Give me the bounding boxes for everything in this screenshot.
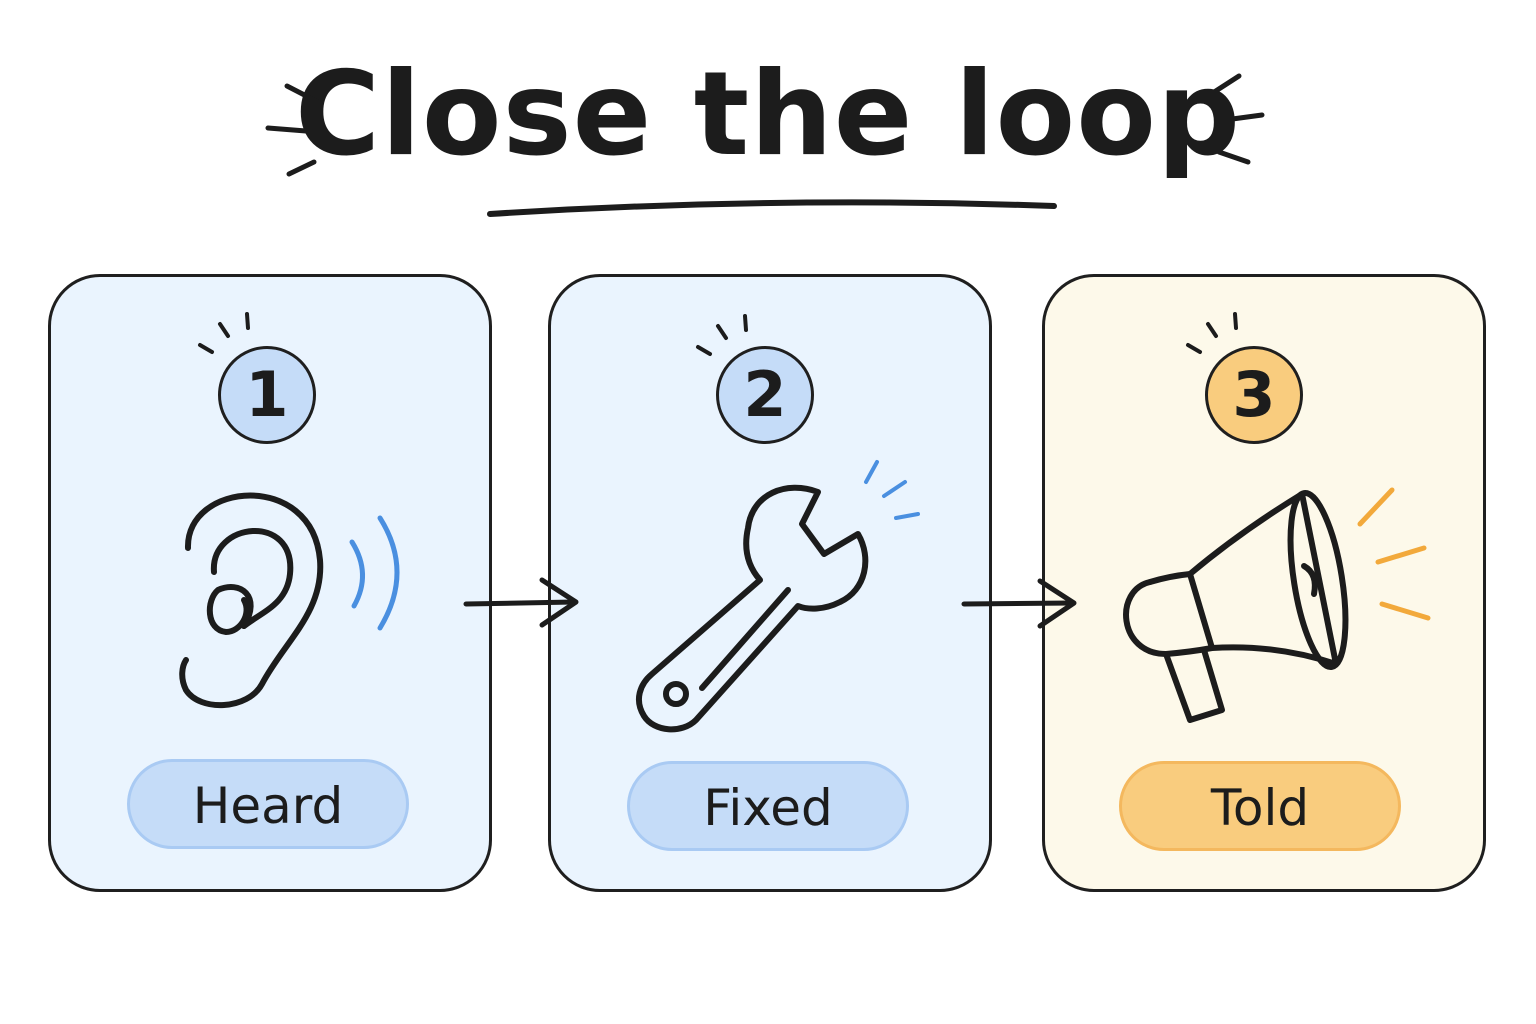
- step-card-2: 2 Fixed: [548, 274, 992, 892]
- sound-waves-icon: [349, 515, 400, 631]
- step-card-3: 3 Told: [1042, 274, 1486, 892]
- step-label-2: Fixed: [627, 761, 909, 851]
- arrow-right-icon: [961, 578, 1077, 629]
- step-card-1: 1 Heard: [48, 274, 492, 892]
- sparkle-marks-1-icon: [198, 312, 250, 354]
- arrow-right-icon: [463, 577, 579, 628]
- diagram-title: Close the loop: [295, 47, 1241, 182]
- sparkle-lines-icon: [864, 460, 920, 520]
- title-underline: [487, 199, 1057, 217]
- sound-rays-icon: [1357, 487, 1431, 621]
- title-dashes-left-icon: [265, 83, 321, 177]
- ear-icon: [179, 492, 324, 709]
- sparkle-marks-2-icon: [696, 314, 748, 356]
- title-dashes-right-icon: [1205, 73, 1265, 165]
- sparkle-marks-3-icon: [1186, 312, 1238, 354]
- step-number-badge-2: 2: [716, 346, 814, 444]
- wrench-icon: [635, 484, 869, 733]
- step-number-badge-1: 1: [218, 346, 316, 444]
- step-label-1: Heard: [127, 759, 409, 849]
- megaphone-icon: [1123, 490, 1349, 723]
- step-label-3: Told: [1119, 761, 1401, 851]
- step-number-badge-3: 3: [1205, 346, 1303, 444]
